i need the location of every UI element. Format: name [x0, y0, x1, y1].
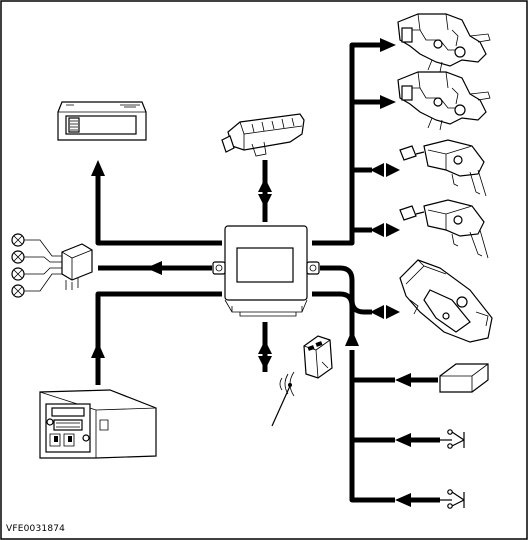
arrow-antenna-up — [258, 340, 272, 354]
relay — [61, 243, 93, 290]
arrow-from-switch-1 — [395, 433, 411, 447]
arrow-input-bus — [345, 330, 359, 346]
lock-actuator-2 — [399, 199, 489, 259]
arrow-actuator-3-left — [370, 305, 384, 319]
sensor-box — [439, 363, 489, 393]
control-module — [212, 225, 320, 317]
lamp-4 — [11, 284, 25, 298]
arrow-from-radio — [91, 342, 105, 358]
door-lock-2 — [397, 71, 491, 131]
display-panel — [57, 101, 147, 141]
arrow-to-lock-2 — [380, 95, 396, 109]
contact-switch-1 — [440, 429, 465, 449]
lamp-1 — [11, 233, 25, 247]
arrow-actuator-1-left — [370, 163, 384, 177]
antenna — [271, 371, 295, 427]
trunk-lock-actuator — [399, 259, 493, 343]
remote-key-fob — [303, 335, 333, 379]
arrow-actuator-2-right — [386, 223, 400, 237]
arrow-actuator-1-right — [386, 163, 400, 177]
arrow-tilt-sensor-up — [258, 178, 272, 192]
arrow-from-sensor-box — [395, 373, 411, 387]
arrow-to-lock-1 — [380, 38, 396, 52]
lamp-3 — [11, 267, 25, 281]
tilt-sensor — [221, 113, 305, 157]
arrow-to-relay — [146, 261, 162, 275]
arrow-tilt-sensor-down — [258, 194, 272, 208]
arrow-actuator-2-left — [370, 223, 384, 237]
arrow-antenna-down — [258, 356, 272, 370]
door-lock-1 — [397, 13, 491, 73]
lock-actuator-1 — [399, 139, 487, 197]
contact-switch-2 — [440, 489, 465, 509]
lamp-2 — [11, 250, 25, 264]
arrow-actuator-3-right — [386, 305, 400, 319]
figure-reference-code: VFE0031874 — [6, 524, 66, 534]
signal-arrows — [91, 38, 440, 507]
arrow-from-switch-2 — [395, 493, 411, 507]
radio-unit — [39, 389, 157, 459]
indicator-lamps — [11, 233, 62, 298]
arrow-to-display — [91, 160, 105, 176]
wire-harness — [95, 42, 395, 503]
